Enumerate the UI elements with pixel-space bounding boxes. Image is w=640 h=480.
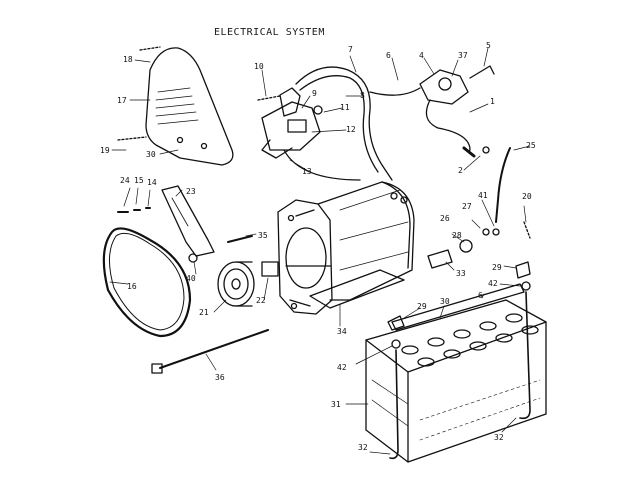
pulley: [217, 261, 255, 307]
wing-nut-right: [515, 261, 531, 279]
callout-23: 23: [186, 187, 196, 196]
callout-25: 25: [526, 141, 536, 150]
ground-cable: [495, 147, 511, 223]
callout-4: 4: [419, 51, 424, 60]
callout-24: 24: [120, 176, 130, 185]
mounting-bar: [309, 269, 405, 309]
callout-9: 9: [312, 89, 317, 98]
callout-31: 31: [331, 400, 341, 409]
battery: [365, 299, 547, 463]
coil-lead: [425, 99, 471, 153]
diagram-title: ELECTRICAL SYSTEM: [214, 27, 325, 38]
callout-35: 35: [258, 231, 268, 240]
washer-42-left: [391, 339, 401, 349]
callout-18: 18: [123, 55, 133, 64]
callout-21: 21: [199, 308, 209, 317]
callout-16: 16: [127, 282, 137, 291]
callout-34: 34: [337, 327, 347, 336]
callout-33: 33: [456, 269, 466, 278]
leader-lines: [109, 47, 531, 455]
callout-30: 30: [146, 150, 156, 159]
bolt-35: [227, 235, 253, 243]
washer-42-right: [521, 281, 531, 291]
voltage-regulator: [261, 87, 323, 159]
fan-belt: [102, 227, 192, 338]
callout-37: 37: [458, 51, 468, 60]
callout-32: 32: [494, 433, 504, 442]
callout-13: 13: [302, 167, 312, 176]
callout-11: 11: [340, 103, 350, 112]
callout-2: 2: [458, 166, 463, 175]
callout-19: 19: [100, 146, 110, 155]
callout-27: 27: [462, 202, 472, 211]
callout-41: 41: [478, 191, 488, 200]
callout-14: 14: [147, 178, 157, 187]
bolt-10: [257, 95, 281, 101]
long-bolt: [159, 329, 269, 369]
adjusting-bracket: [161, 185, 215, 257]
callout-1: 1: [490, 97, 495, 106]
nut-22: [261, 261, 279, 277]
wing-nut-left: [387, 315, 405, 331]
callout-8: 8: [360, 91, 365, 100]
callout-22: 22: [256, 296, 266, 305]
callout-29: 29: [492, 263, 502, 272]
callout-42: 42: [488, 279, 498, 288]
callout-29: 29: [417, 302, 427, 311]
fan-shroud: [145, 47, 234, 166]
grommet-2: [482, 146, 490, 154]
screw-20: [523, 221, 531, 239]
spacer: [427, 249, 453, 269]
screw-19: [117, 136, 147, 141]
callout-5: 5: [486, 41, 491, 50]
screw-18: [139, 46, 161, 51]
callout-6: 6: [478, 291, 483, 300]
callout-7: 7: [348, 45, 353, 54]
callout-12: 12: [346, 125, 356, 134]
callout-20: 20: [522, 192, 532, 201]
callout-17: 17: [117, 96, 127, 105]
ignition-switch: [419, 65, 495, 105]
callout-30: 30: [440, 297, 450, 306]
j-bolt-right: [519, 291, 531, 420]
terminal: [462, 146, 476, 158]
nut-40: [188, 253, 198, 263]
callout-15: 15: [134, 176, 144, 185]
callout-6: 6: [386, 51, 391, 60]
j-bolt-left: [389, 349, 399, 460]
callout-36: 36: [215, 373, 225, 382]
hold-down-bar: [391, 283, 525, 331]
generator: [277, 181, 415, 315]
callout-26: 26: [440, 214, 450, 223]
bolt-head-36: [151, 363, 163, 374]
nut-28: [459, 239, 473, 253]
bolt-washers: [117, 207, 151, 213]
fan-belt-inner: [109, 232, 185, 331]
callout-10: 10: [254, 62, 264, 71]
callout-40: 40: [186, 274, 196, 283]
bracket-slot: [171, 197, 189, 227]
callout-42: 42: [337, 363, 347, 372]
wiring-harness: [283, 66, 421, 181]
callout-32: 32: [358, 443, 368, 452]
callout-28: 28: [452, 231, 462, 240]
